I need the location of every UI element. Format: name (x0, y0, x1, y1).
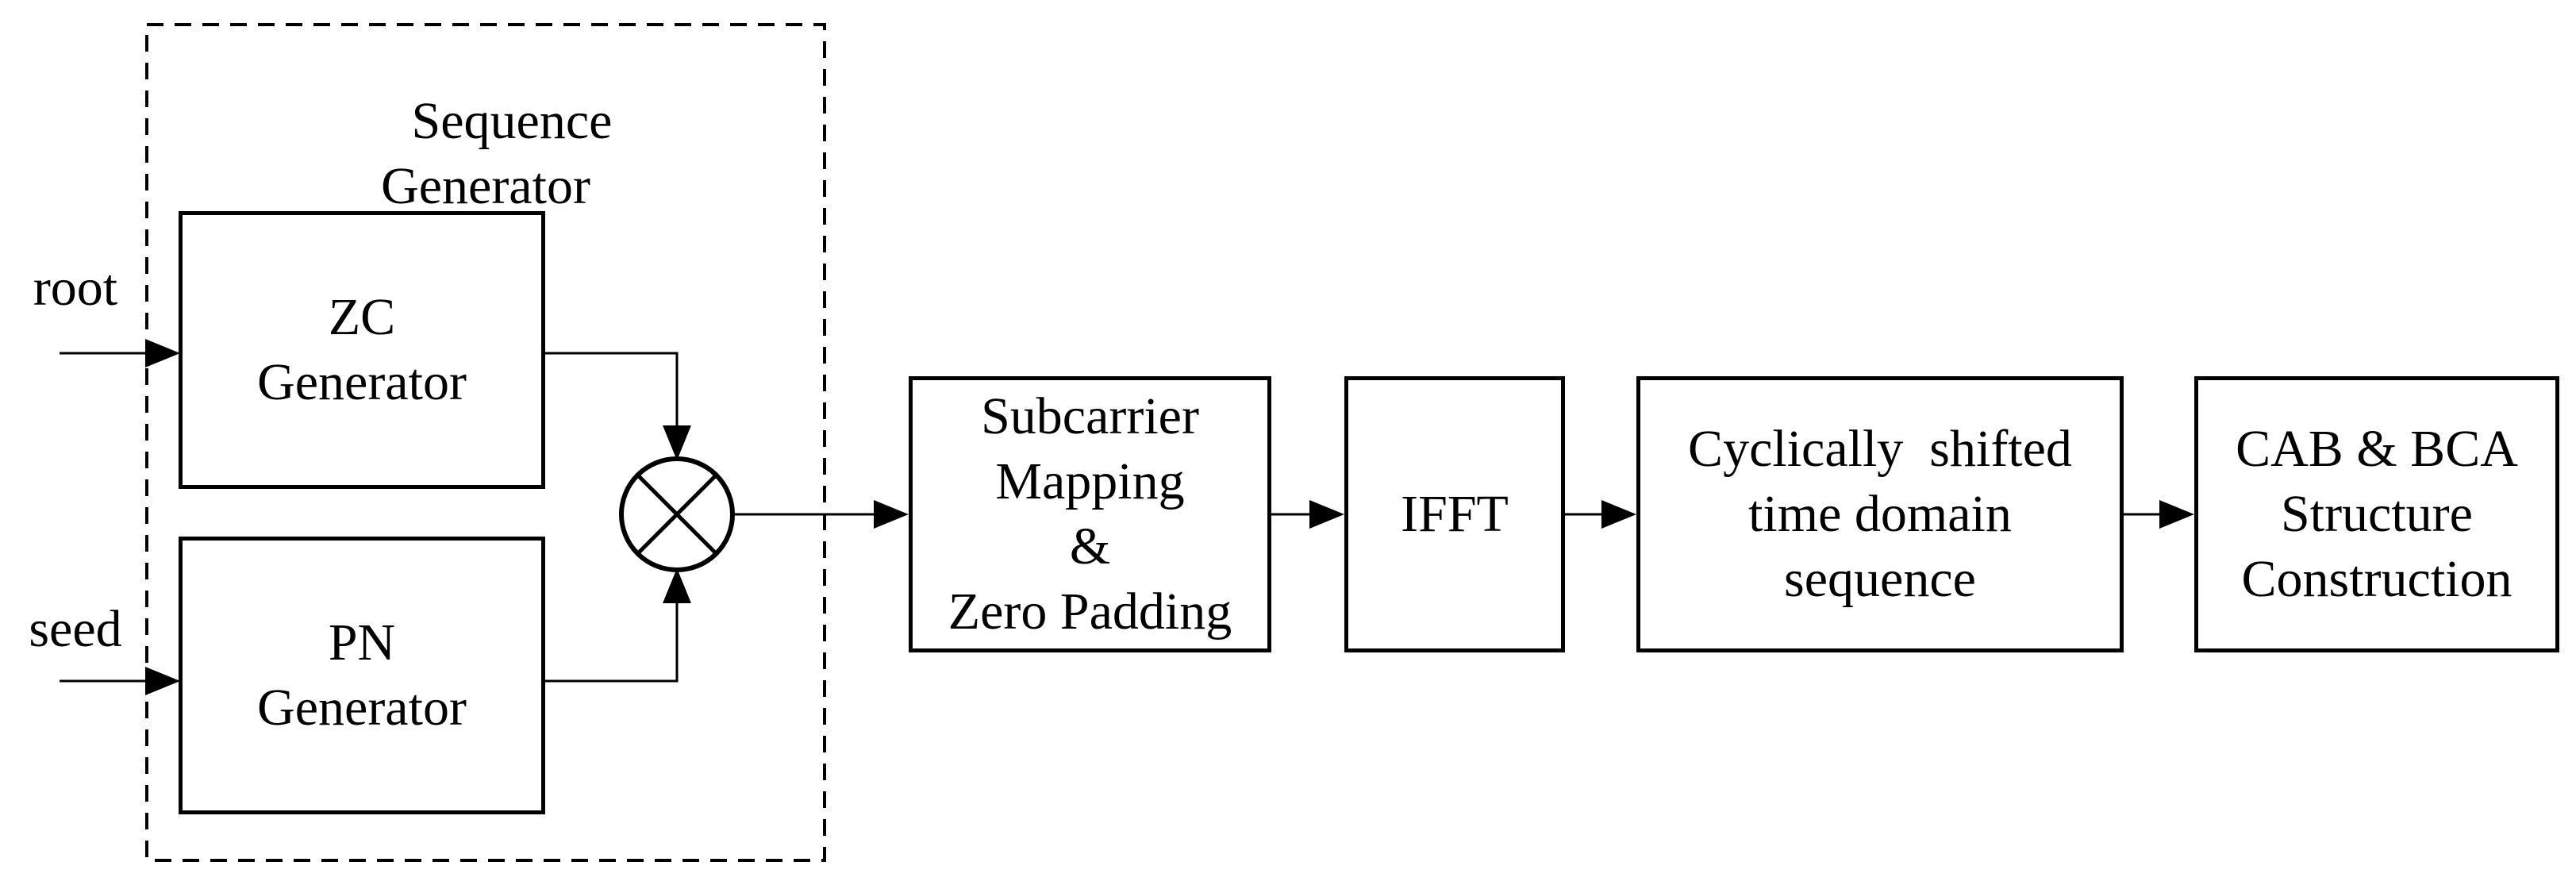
cyclic-to-cab-arrowhead-icon (2159, 500, 2194, 529)
zc-output-line (545, 352, 679, 425)
ifft-to-cyclic-arrowhead-icon (1601, 500, 1636, 529)
seed-arrowhead-icon (145, 667, 180, 695)
subcarrier-mapping-label: Subcarrier Mapping & Zero Padding (948, 387, 1232, 641)
subcarrier-mapping-block: Subcarrier Mapping & Zero Padding (909, 376, 1271, 652)
root-input-label: root (33, 259, 118, 317)
cyclic-shift-block: Cyclically shifted time domain sequence (1636, 376, 2124, 652)
cyclic-shift-label: Cyclically shifted time domain sequence (1688, 420, 2072, 608)
root-arrowhead-icon (145, 339, 180, 367)
pn-generator-label: PN Generator (257, 614, 467, 737)
sequence-generator-group-box (145, 23, 826, 862)
pn-output-arrowhead-icon (663, 568, 691, 603)
pn-generator-block: PN Generator (179, 537, 545, 814)
cab-bca-structure-label: CAB & BCA Structure Construction (2236, 420, 2518, 608)
pn-output-line (545, 603, 679, 683)
zc-generator-label: ZC Generator (257, 288, 467, 411)
cab-bca-structure-block: CAB & BCA Structure Construction (2194, 376, 2559, 652)
subcarrier-to-ifft-arrowhead-icon (1309, 500, 1344, 529)
zc-generator-block: ZC Generator (179, 211, 545, 489)
sequence-generator-title-text: Sequence Generator (381, 91, 613, 215)
zc-output-arrowhead-icon (663, 425, 691, 460)
sequence-generator-title: Sequence Generator (145, 24, 826, 283)
multiplier-output-arrowhead-icon (874, 500, 909, 529)
ifft-label: IFFT (1401, 485, 1509, 544)
seed-input-label: seed (29, 600, 122, 658)
ifft-block: IFFT (1344, 376, 1565, 652)
multiplier-cross-icon (636, 473, 718, 556)
